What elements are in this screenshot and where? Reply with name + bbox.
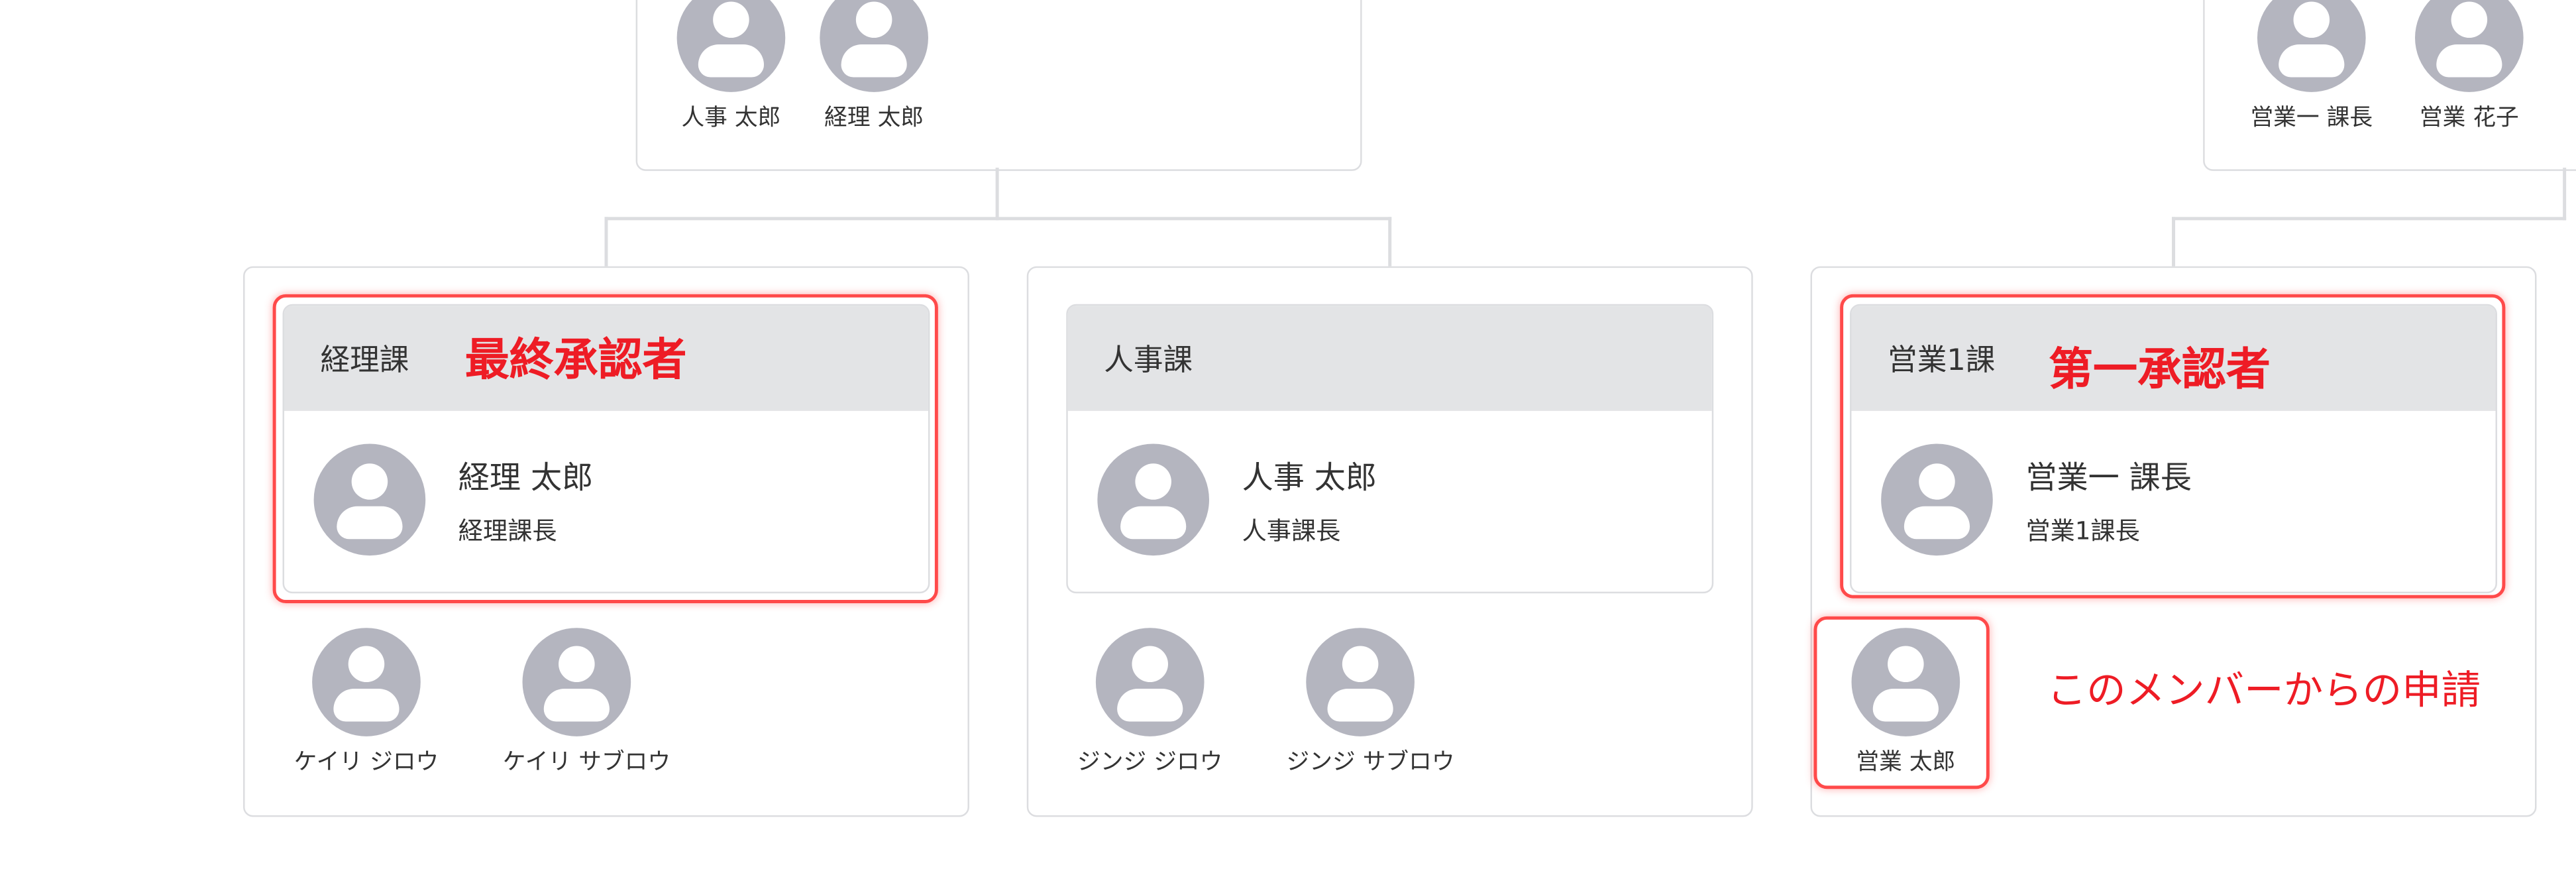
department-name: 営業1課: [1888, 343, 1996, 378]
connector-line: [604, 217, 608, 266]
department-card[interactable]: 営業1課 営業一 課長 営業1課長: [1850, 304, 2497, 594]
user-icon: [312, 628, 421, 736]
connector-line: [2563, 167, 2567, 221]
manager-title: 営業1課長: [2025, 516, 2140, 546]
member-name: ジンジ ジロウ: [1077, 749, 1223, 776]
connector-line: [995, 167, 999, 221]
connector-line: [2172, 217, 2175, 266]
user-icon: [1306, 628, 1415, 736]
connector-line: [2172, 217, 2567, 221]
member-name: 営業 花子: [2419, 105, 2519, 132]
member-name: ジンジ サブロウ: [1286, 749, 1455, 776]
user-icon: [2415, 0, 2524, 92]
member-name: 営業一 課長: [2250, 105, 2373, 132]
member-name: ケイリ ジロウ: [294, 749, 439, 776]
user-icon: [2257, 0, 2366, 92]
user-icon: [522, 628, 631, 736]
member-name: 人事 太郎: [681, 105, 781, 132]
user-icon: [1097, 443, 1209, 556]
annotation-first-approver: 第一承認者: [2049, 345, 2271, 396]
manager-title: 経理課長: [458, 516, 557, 546]
annotation-final-approver: 最終承認者: [464, 335, 687, 386]
member-avatar[interactable]: 営業 太郎: [1832, 628, 1980, 778]
member-name: 経理 太郎: [824, 105, 924, 132]
member-name: ケイリ サブロウ: [502, 749, 671, 776]
member-avatar[interactable]: 人事 太郎: [657, 0, 805, 133]
member-avatar[interactable]: ジンジ サブロウ: [1286, 628, 1455, 778]
department-name: 人事課: [1104, 343, 1193, 378]
department-card[interactable]: 人事課 人事 太郎 人事課長: [1066, 304, 1714, 594]
annotation-applicant: このメンバーからの申請: [2047, 667, 2481, 714]
department-header: 人事課: [1067, 306, 1712, 411]
member-avatar[interactable]: ジンジ ジロウ: [1076, 628, 1224, 778]
user-icon: [820, 0, 928, 92]
manager-name: 経理 太郎: [458, 460, 594, 496]
department-header: 営業1課: [1851, 306, 2496, 411]
member-avatar[interactable]: 営業 花子: [2395, 0, 2543, 133]
highlight-frame: [1840, 294, 2506, 599]
user-icon: [1851, 628, 1960, 736]
member-avatar[interactable]: 営業一 課長: [2237, 0, 2385, 133]
user-icon: [1095, 628, 1205, 736]
user-icon: [1881, 443, 1993, 556]
manager-name: 営業一 課長: [2025, 460, 2192, 496]
member-name: 営業 太郎: [1856, 749, 1956, 776]
highlight-frame: [1813, 616, 1990, 789]
manager-name: 人事 太郎: [1242, 460, 1377, 496]
department-name: 経理課: [320, 343, 409, 378]
member-avatar[interactable]: ケイリ ジロウ: [292, 628, 440, 778]
member-avatar[interactable]: 経理 太郎: [800, 0, 948, 133]
user-icon: [313, 443, 426, 556]
manager-section: 人事 太郎 人事課長: [1068, 411, 1712, 592]
department-card[interactable]: 経理課 経理 太郎 経理課長: [282, 304, 930, 594]
connector-line: [1388, 217, 1392, 266]
connector-line: [604, 217, 1392, 221]
manager-title: 人事課長: [1242, 516, 1341, 546]
highlight-frame: [272, 294, 938, 604]
department-header: 経理課: [284, 306, 928, 411]
user-icon: [676, 0, 786, 92]
manager-section: 経理 太郎 経理課長: [284, 411, 928, 592]
manager-section: 営業一 課長 営業1課長: [1852, 411, 2496, 592]
member-avatar[interactable]: ケイリ サブロウ: [502, 628, 671, 778]
